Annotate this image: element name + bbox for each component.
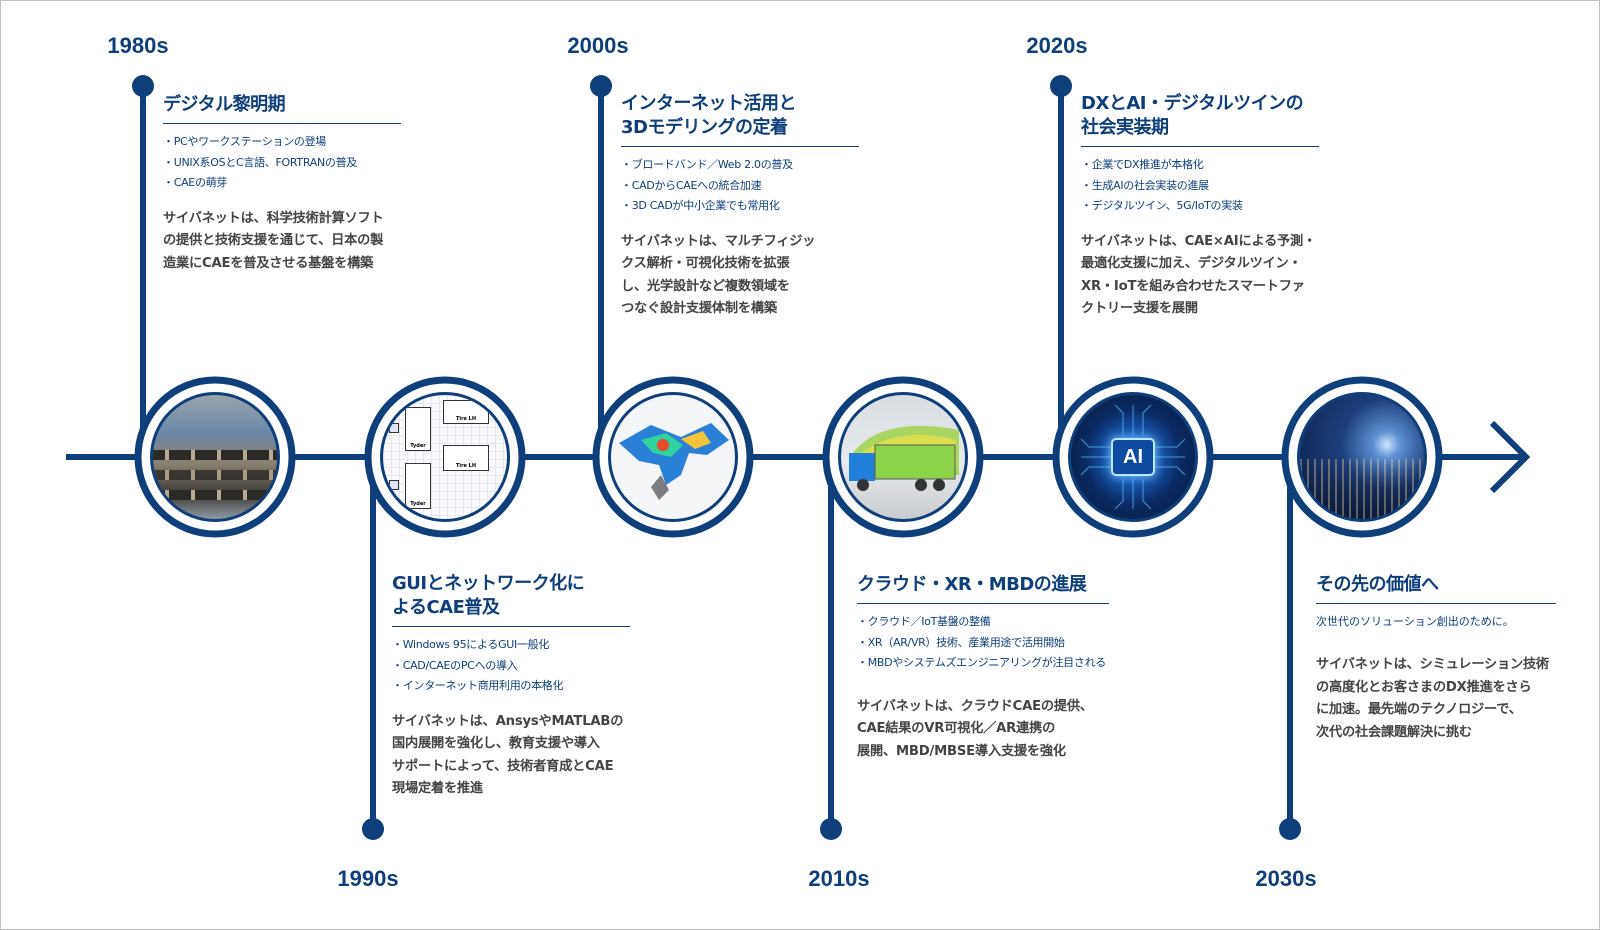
era-1990s-block: GUIとネットワーク化に よるCAE普及 ・Windows 95によるGUI一般… [392, 572, 630, 801]
era-title: その先の価値へ [1316, 573, 1556, 604]
bullet-list: ・Windows 95によるGUI一般化 ・CAD/CAEのPCへの導入 ・イン… [392, 635, 630, 697]
body-line: し、光学設計など複数領域を [621, 278, 790, 294]
body-line: つなぐ設計支援体制を構築 [621, 301, 777, 316]
body-line: XR・IoTを組み合わせたスマートファ [1081, 278, 1305, 294]
diagram-label: Tire LH [455, 416, 477, 422]
bullet-item: ・MBDやシステムズエンジニアリングが注目される [857, 656, 1106, 669]
bullet-item: ・Windows 95によるGUI一般化 [392, 638, 550, 651]
title-line: クラウド・XR・MBDの進展 [857, 574, 1087, 595]
era-description: サイバネットは、シミュレーション技術 の高度化とお客さまのDX推進をさら に加速… [1316, 654, 1556, 744]
title-line: デジタル黎明期 [163, 94, 286, 115]
era-description: サイバネットは、クラウドCAEの提供、 CAE結果のVR可視化／AR連携の 展開… [857, 696, 1109, 764]
body-line: 次代の社会課題解決に挑む [1316, 724, 1472, 740]
bullet-list: ・クラウド／IoT基盤の整備 ・XR（AR/VR）技術、産業用途で活用開始 ・M… [857, 612, 1109, 674]
bullet-list: ・ブロードバンド／Web 2.0の普及 ・CADからCAEへの統合加速 ・3D … [621, 155, 859, 217]
era-title: DXとAI・デジタルツインの 社会実装期 [1081, 92, 1319, 147]
era-title: クラウド・XR・MBDの進展 [857, 573, 1109, 604]
body-line: サイバネットは、CAE×AIによる予測・ [1081, 233, 1317, 249]
body-line: サイバネットは、科学技術計算ソフト [163, 210, 384, 226]
era-2020s-block: DXとAI・デジタルツインの 社会実装期 ・企業でDX推進が本格化 ・生成AIの… [1081, 92, 1319, 321]
bullet-item: ・CAEの萌芽 [163, 176, 228, 189]
body-line: サイバネットは、マルチフィジッ [621, 233, 816, 249]
bullet-item: ・XR（AR/VR）技術、産業用途で活用開始 [857, 635, 1065, 649]
era-subtitle: 次世代のソリューション創出のために。 [1316, 615, 1514, 628]
era-description: サイバネットは、科学技術計算ソフト の提供と技術支援を通じて、日本の製 造業にC… [163, 208, 401, 276]
body-line: 最適化支援に加え、デジタルツイン・ [1081, 256, 1302, 271]
body-line: CAE結果のVR可視化／AR連携の [857, 721, 1056, 736]
image-city-night [1297, 392, 1427, 522]
era-1980s-block: デジタル黎明期 ・PCやワークステーションの登場 ・UNIX系OSとC言語、FO… [163, 93, 401, 275]
ai-chip-label: AI [1111, 438, 1155, 476]
bullet-item: ・UNIX系OSとC言語、FORTRANの普及 [163, 155, 357, 169]
image-ai-chip: AI [1068, 392, 1198, 522]
dot-2020s [1050, 75, 1072, 97]
era-2000s-block: インターネット活用と 3Dモデリングの定着 ・ブロードバンド／Web 2.0の普… [621, 92, 859, 321]
image-3d-simulation [608, 392, 738, 522]
bullet-item: ・生成AIの社会実装の進展 [1081, 178, 1209, 192]
era-2030s-block: その先の価値へ 次世代のソリューション創出のために。 サイバネットは、シミュレー… [1316, 573, 1556, 744]
body-line: サイバネットは、AnsysやMATLABの [392, 713, 624, 729]
year-1990s: 1990s [337, 866, 399, 891]
era-description: サイバネットは、AnsysやMATLABの 国内展開を強化し、教育支援や導入 サ… [392, 711, 630, 801]
body-line: 造業にCAEを普及させる基盤を構築 [163, 255, 374, 271]
bullet-item: ・ブロードバンド／Web 2.0の普及 [621, 158, 793, 171]
era-2010s-block: クラウド・XR・MBDの進展 ・クラウド／IoT基盤の整備 ・XR（AR/VR）… [857, 573, 1109, 763]
image-block-diagram: Tyder Tire LH Tire LH Tyder [380, 392, 510, 522]
bullet-item: ・クラウド／IoT基盤の整備 [857, 615, 991, 628]
title-line: その先の価値へ [1316, 574, 1439, 595]
title-line: 3Dモデリングの定着 [621, 117, 788, 138]
arrow-head-icon [1489, 420, 1531, 494]
bullet-item: ・PCやワークステーションの登場 [163, 135, 326, 148]
body-line: の提供と技術支援を通じて、日本の製 [163, 233, 384, 248]
year-2020s: 2020s [1026, 33, 1088, 58]
image-truck-cfd [838, 392, 968, 522]
body-line: クトリー支援を展開 [1081, 301, 1198, 316]
bullet-item: ・3D CADが中小企業でも常用化 [621, 199, 780, 212]
body-line: 現場定着を推進 [392, 781, 483, 796]
dot-2010s [820, 818, 842, 840]
bullet-item: ・CADからCAEへの統合加速 [621, 178, 762, 192]
dot-1980s [132, 75, 154, 97]
title-line: インターネット活用と [621, 93, 797, 114]
title-line: 社会実装期 [1081, 117, 1169, 138]
year-2000s: 2000s [567, 33, 629, 58]
bullet-list: ・PCやワークステーションの登場 ・UNIX系OSとC言語、FORTRANの普及… [163, 132, 401, 194]
diagram-label: Tire LH [455, 463, 477, 469]
bullet-list: ・企業でDX推進が本格化 ・生成AIの社会実装の進展 ・デジタルツイン、5G/I… [1081, 155, 1319, 217]
dot-2000s [590, 75, 612, 97]
year-2030s: 2030s [1255, 866, 1317, 891]
dot-1990s [362, 818, 384, 840]
bullet-item: ・CAD/CAEのPCへの導入 [392, 658, 518, 672]
body-line: クス解析・可視化技術を拡張 [621, 256, 790, 271]
body-line: サイバネットは、シミュレーション技術 [1316, 657, 1549, 672]
diagram-label: Tyder [410, 443, 426, 449]
image-computer-room [150, 392, 280, 522]
body-line: 展開、MBD/MBSE導入支援を強化 [857, 743, 1066, 759]
body-line: の高度化とお客さまのDX推進をさら [1316, 679, 1532, 695]
year-1980s: 1980s [107, 33, 169, 58]
body-line: サイバネットは、クラウドCAEの提供、 [857, 698, 1093, 714]
bullet-item: ・デジタルツイン、5G/IoTの実装 [1081, 199, 1243, 212]
era-description: サイバネットは、CAE×AIによる予測・ 最適化支援に加え、デジタルツイン・ X… [1081, 231, 1319, 321]
body-line: に加速。最先端のテクノロジーで、 [1316, 702, 1522, 717]
era-title: デジタル黎明期 [163, 93, 401, 124]
title-line: DXとAI・デジタルツインの [1081, 93, 1304, 114]
title-line: よるCAE普及 [392, 597, 500, 618]
bullet-item: ・企業でDX推進が本格化 [1081, 158, 1204, 171]
body-line: サポートによって、技術者育成とCAE [392, 758, 614, 774]
body-line: 国内展開を強化し、教育支援や導入 [392, 736, 600, 751]
diagram-label: Tyder [410, 501, 426, 507]
era-description: サイバネットは、マルチフィジッ クス解析・可視化技術を拡張 し、光学設計など複数… [621, 231, 859, 321]
year-2010s: 2010s [808, 866, 870, 891]
era-title: GUIとネットワーク化に よるCAE普及 [392, 572, 630, 627]
dot-2030s [1279, 818, 1301, 840]
bullet-item: ・インターネット商用利用の本格化 [392, 679, 564, 692]
era-title: インターネット活用と 3Dモデリングの定着 [621, 92, 859, 147]
title-line: GUIとネットワーク化に [392, 573, 585, 594]
